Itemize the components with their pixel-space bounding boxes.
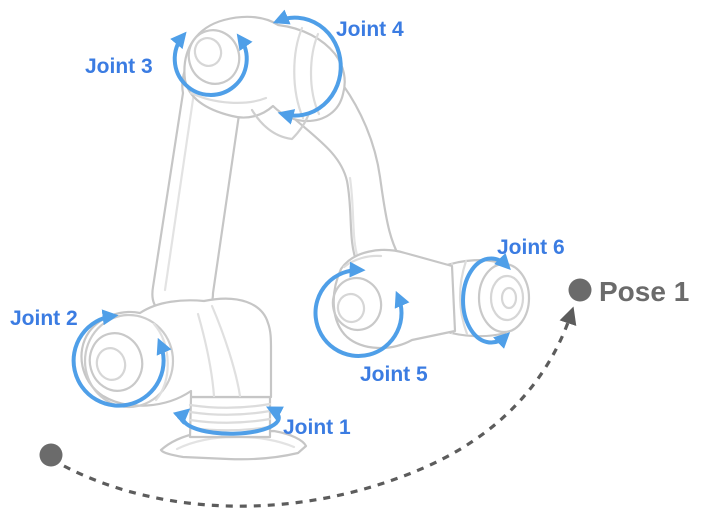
joint-rotation-arrows <box>71 9 511 436</box>
start-pose-dot <box>39 443 63 467</box>
joint-4-label: Joint 4 <box>336 18 404 41</box>
joint-3-rotation-arrow <box>170 31 253 97</box>
joint-6-label: Joint 6 <box>497 236 565 259</box>
joint-1-label: Joint 1 <box>283 416 351 439</box>
motion-path-arrow <box>63 306 577 508</box>
joint-5-rotation-arrow <box>313 261 410 358</box>
joint-3-label: Joint 3 <box>85 55 153 78</box>
joint-labels: Joint 3 Joint 4 Joint 2 Joint 1 Joint 5 … <box>10 18 565 439</box>
joint-2-label: Joint 2 <box>10 307 78 330</box>
pose-1-dot <box>568 278 592 302</box>
joint-6-rotation-arrow <box>461 252 511 349</box>
joint-5-label: Joint 5 <box>360 363 428 386</box>
joint-1-rotation-arrow <box>172 406 284 436</box>
motion-path-group: Pose 1 <box>39 276 689 508</box>
robot-wrist-housing <box>331 248 457 350</box>
joint-2-rotation-arrow <box>71 309 172 408</box>
pose-1-label: Pose 1 <box>599 276 689 307</box>
joint-4-rotation-arrow <box>272 9 343 125</box>
